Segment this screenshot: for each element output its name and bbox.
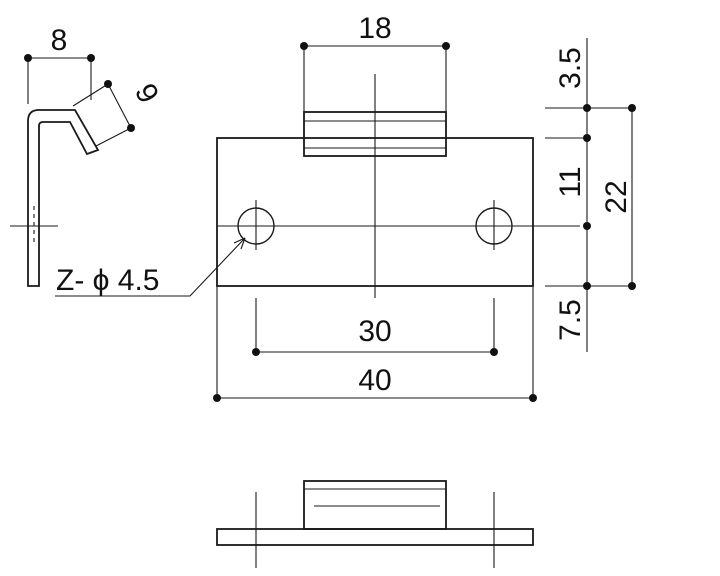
dim-9-ext-2	[95, 127, 132, 147]
dim-22-label: 22	[600, 180, 633, 213]
dim-8-dot-left	[24, 54, 32, 62]
hole-callout-label: Z- ϕ 4.5	[56, 264, 160, 297]
dim-40-dot-right	[529, 394, 537, 402]
dim-3-5-label: 3.5	[554, 47, 587, 89]
bottom-view	[216, 480, 534, 568]
dim-chain-dot-3	[583, 222, 591, 230]
dim-22-dot-top	[628, 104, 636, 112]
dim-8-label: 8	[51, 24, 68, 57]
dim-30-dot-left	[252, 348, 260, 356]
dim-9-dot-bottom	[127, 124, 135, 132]
side-profile-outer	[27, 109, 100, 287]
dim-8-dot-right	[87, 54, 95, 62]
dim-18-label: 18	[358, 12, 391, 45]
dim-30-label: 30	[358, 315, 391, 348]
dim-9-dot-top	[104, 80, 112, 88]
dim-9-line	[107, 83, 132, 129]
front-view: 18 30 40 Z- ϕ 4.5 3.5 11 22 7.5	[55, 12, 636, 402]
side-view: 8 9	[10, 24, 165, 287]
dim-40-dot-left	[213, 394, 221, 402]
dim-9-label: 9	[128, 78, 165, 108]
dim-22-dot-bottom	[628, 282, 636, 290]
dim-18-dot-left	[300, 42, 308, 50]
dim-7-5-label: 7.5	[554, 299, 587, 341]
dim-40-label: 40	[358, 364, 391, 397]
dim-9-ext-1	[72, 83, 109, 107]
dim-18-dot-right	[442, 42, 450, 50]
dim-11-label: 11	[554, 166, 587, 197]
hole-callout-leader	[55, 237, 246, 297]
dim-chain-dot-2	[583, 134, 591, 142]
bottom-tab	[303, 480, 447, 530]
dim-chain-dot-4	[583, 282, 591, 290]
hole-callout-arrow	[233, 237, 246, 250]
dim-chain-dot-1	[583, 104, 591, 112]
bottom-base	[216, 528, 534, 546]
dim-30-dot-right	[490, 348, 498, 356]
